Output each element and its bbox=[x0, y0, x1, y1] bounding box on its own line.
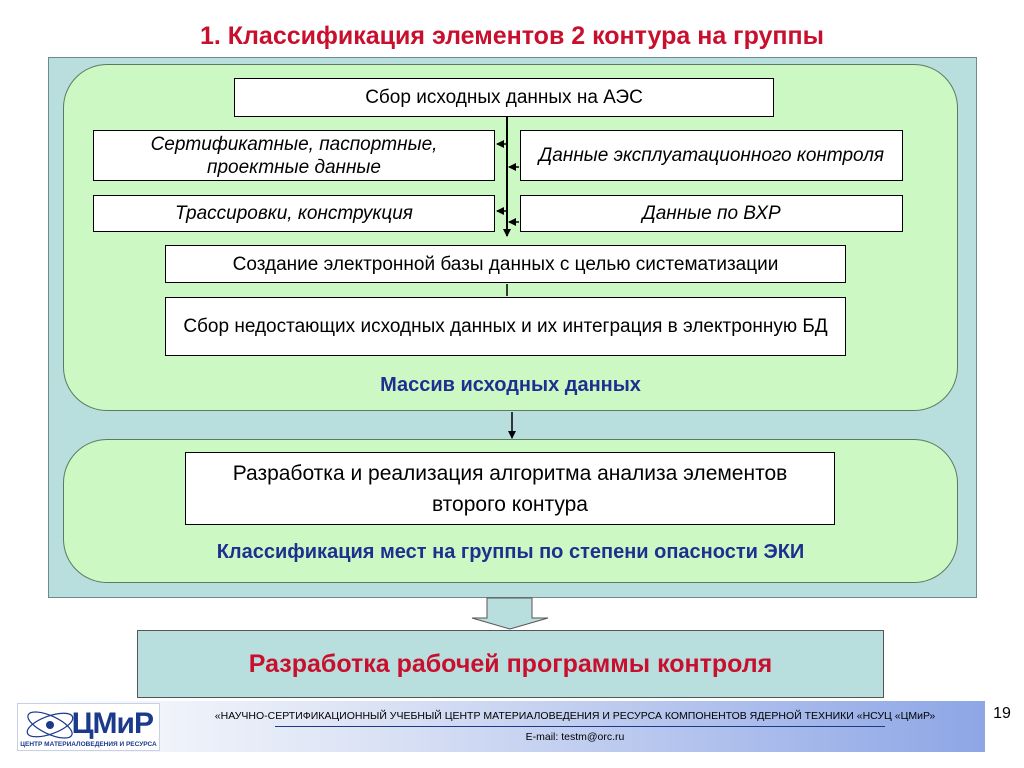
logo: ЦМиР ЦЕНТР МАТЕРИАЛОВЕДЕНИЯ И РЕСУРСА bbox=[17, 703, 160, 751]
classification-caption: Классификация мест на группы по степени … bbox=[216, 541, 805, 563]
block-arrow-to-result bbox=[471, 597, 549, 630]
atom-orbit-icon bbox=[26, 711, 74, 739]
box-operational-control-data: Данные эксплуатационного контроля bbox=[520, 130, 903, 181]
logo-subtitle: ЦЕНТР МАТЕРИАЛОВЕДЕНИЯ И РЕСУРСА bbox=[20, 741, 157, 748]
box-collect-npp-data: Сбор исходных данных на АЭС bbox=[234, 78, 774, 117]
result-box: Разработка рабочей программы контроля bbox=[137, 630, 884, 698]
box-integrate-missing-data: Сбор недостающих исходных данных и их ин… bbox=[165, 297, 846, 356]
box-tracing-design: Трассировки, конструкция bbox=[93, 195, 495, 232]
contact-email: E-mail: testm@orc.ru bbox=[525, 731, 625, 743]
source-data-caption: Массив исходных данных bbox=[380, 374, 641, 396]
logo-text: ЦМиР bbox=[71, 707, 154, 740]
organization-name: «НАУЧНО-СЕРТИФИКАЦИОННЫЙ УЧЕБНЫЙ ЦЕНТР М… bbox=[214, 710, 936, 722]
slide-title: 1. Классификация элементов 2 контура на … bbox=[200, 22, 824, 50]
footer-divider bbox=[275, 726, 885, 727]
box-develop-algorithm: Разработка и реализация алгоритма анализ… bbox=[185, 452, 835, 525]
box-water-chemistry-data: Данные по ВХР bbox=[520, 195, 903, 232]
box-certificate-data: Сертификатные, паспортные, проектные дан… bbox=[93, 130, 495, 181]
box-create-database: Создание электронной базы данных с целью… bbox=[165, 245, 846, 283]
page-number: 19 bbox=[993, 705, 1011, 722]
